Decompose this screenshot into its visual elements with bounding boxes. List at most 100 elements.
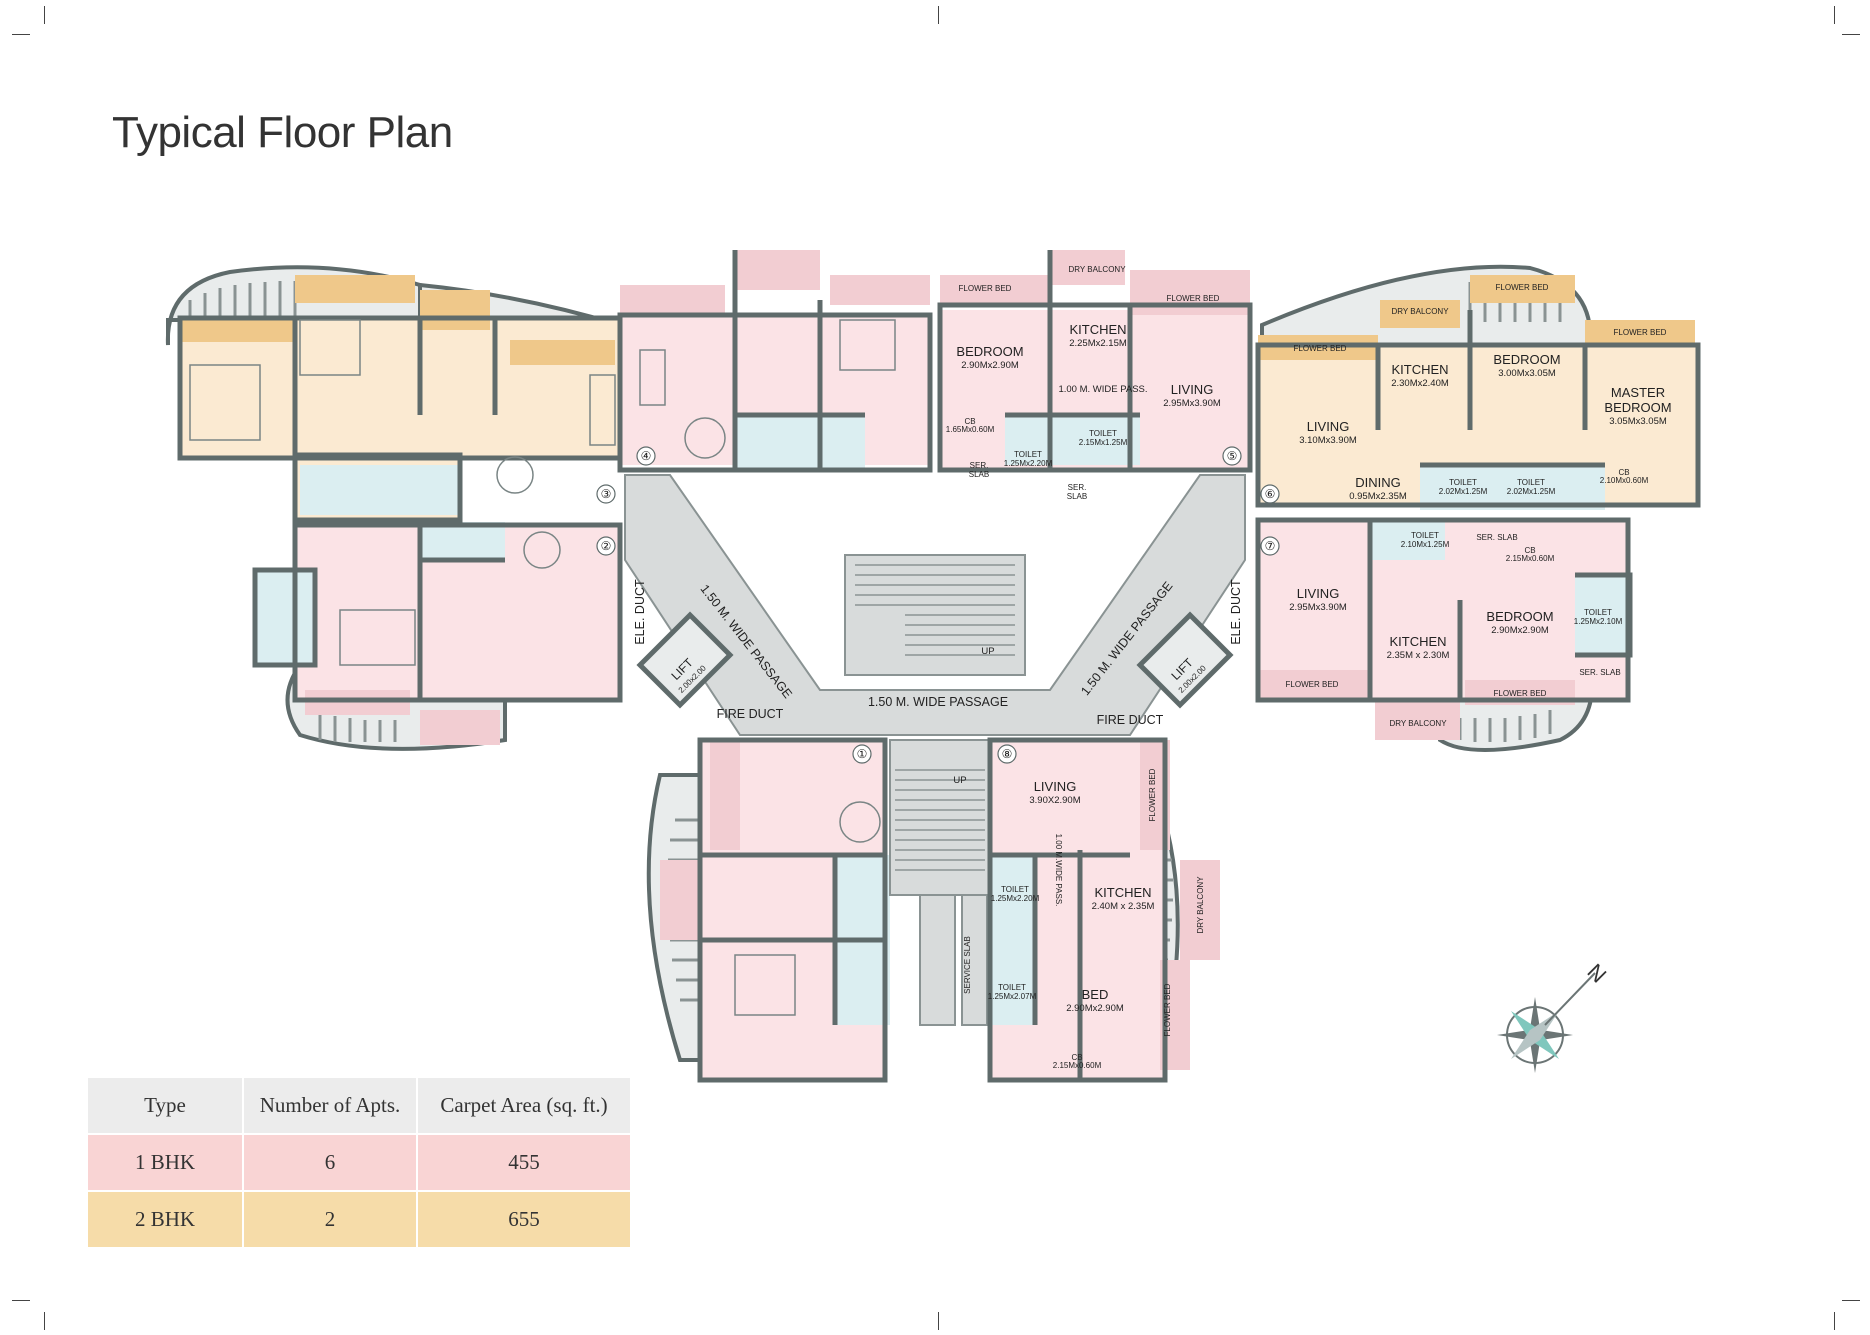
ele-duct-label: ELE. DUCT (1229, 579, 1243, 645)
room-dims: 2.40M x 2.35M (1092, 901, 1155, 912)
table-cell: 655 (418, 1192, 632, 1249)
room-dims: 3.10Mx3.90M (1299, 435, 1357, 446)
cb-label: CB (1071, 1053, 1082, 1062)
room-label: LIVING (1307, 419, 1350, 434)
cb-dims: 1.65Mx0.60M (946, 425, 995, 434)
table-header-row: Type Number of Apts. Carpet Area (sq. ft… (88, 1078, 632, 1135)
fire-duct-label: FIRE DUCT (1097, 713, 1164, 727)
toilet-label: TOILET (1584, 608, 1612, 617)
toilet-label: TOILET (1014, 450, 1042, 459)
stair-up-label: UP (981, 646, 994, 657)
table-header: Type (88, 1078, 244, 1135)
unit-number: ④ (641, 449, 652, 463)
room-label: BED (1082, 987, 1109, 1002)
fire-duct-label: FIRE DUCT (717, 707, 784, 721)
cb-label: CB (964, 417, 975, 426)
room-label: LIVING (1297, 586, 1340, 601)
toilet-label: TOILET (1517, 478, 1545, 487)
room-label: BEDROOM (956, 344, 1023, 359)
unit-1 (660, 740, 890, 1080)
toilet-dims: 2.02Mx1.25M (1439, 487, 1488, 496)
furniture (189, 319, 896, 1016)
unit-number-markers (596, 446, 1280, 764)
ser-slab-label: SER. (1068, 483, 1087, 492)
ser-slab-label: SER. SLAB (1579, 668, 1620, 677)
flower-bed-label: FLOWER BED (1286, 680, 1339, 689)
unit-number: ② (601, 539, 612, 553)
cb-label: CB (1618, 468, 1629, 477)
crop-mark (1842, 1300, 1860, 1301)
toilet-dims: 1.25Mx2.20M (1004, 459, 1053, 468)
toilet-dims: 2.02Mx1.25M (1507, 487, 1556, 496)
wide-pass-label: 1.00 M. WIDE PASS. (1058, 384, 1147, 395)
room-dims: 2.90Mx2.90M (1491, 625, 1549, 636)
toilet-label: TOILET (998, 983, 1026, 992)
dry-balcony-label: DRY BALCONY (1068, 265, 1126, 274)
unit-number: ⑥ (1265, 487, 1276, 501)
table-cell: 2 (244, 1192, 418, 1249)
cb-label: CB (1524, 546, 1535, 555)
table-cell: 1 BHK (88, 1135, 244, 1192)
room-dims: 0.95Mx2.35M (1349, 491, 1407, 502)
flower-bed-label: FLOWER BED (1148, 768, 1157, 821)
unit-number: ① (857, 747, 868, 761)
crop-mark (938, 6, 939, 24)
ele-duct-label: ELE. DUCT (633, 579, 647, 645)
compass-rose-icon (1497, 972, 1596, 1073)
toilet-label: TOILET (1449, 478, 1477, 487)
ser-slab-label: SLAB (969, 470, 989, 479)
table-row: 2 BHK 2 655 (88, 1192, 632, 1249)
room-dims: 3.00Mx3.05M (1498, 368, 1556, 379)
room-dims: 2.35M x 2.30M (1387, 650, 1450, 661)
toilet-label: TOILET (1089, 429, 1117, 438)
table-cell: 6 (244, 1135, 418, 1192)
ser-slab-label: SER. (970, 461, 989, 470)
room-label: KITCHEN (1389, 634, 1446, 649)
room-label: LIVING (1171, 382, 1214, 397)
north-label: N (1582, 959, 1611, 988)
room-dims: 2.90Mx2.90M (1066, 1003, 1124, 1014)
table-header: Carpet Area (sq. ft.) (418, 1078, 632, 1135)
stair-up-label: UP (953, 775, 966, 786)
crop-mark (1834, 6, 1835, 24)
room-label: BEDROOM (1493, 352, 1560, 367)
unit-summary-table: Type Number of Apts. Carpet Area (sq. ft… (88, 1078, 632, 1249)
table-row: 1 BHK 6 455 (88, 1135, 632, 1192)
walls (177, 250, 1701, 1083)
unit-5 (940, 250, 1250, 470)
room-dims: 2.90Mx2.90M (961, 360, 1019, 371)
table-cell: 2 BHK (88, 1192, 244, 1249)
room-label: KITCHEN (1391, 362, 1448, 377)
toilet-dims: 2.15Mx1.25M (1079, 438, 1128, 447)
flower-bed-label: FLOWER BED (1614, 328, 1667, 337)
room-label: BEDROOM (1486, 609, 1553, 624)
unit-3 (180, 275, 620, 520)
service-slab-label: SERVICE SLAB (963, 936, 972, 994)
toilet-label: TOILET (1411, 531, 1439, 540)
cb-dims: 2.15Mx0.60M (1053, 1061, 1102, 1070)
crop-mark (12, 1300, 30, 1301)
room-dims: 3.05Mx3.05M (1609, 416, 1667, 427)
flower-bed-label: FLOWER BED (959, 284, 1012, 293)
stair-treads (855, 564, 1015, 871)
dry-balcony-label: DRY BALCONY (1389, 719, 1447, 728)
lift-boxes (636, 611, 1234, 709)
unit-number: ⑤ (1227, 449, 1238, 463)
wide-pass-label: 1.00 M.WIDE PASS. (1054, 834, 1063, 907)
unit-2 (255, 522, 620, 745)
toilet-dims: 1.25Mx2.07M (988, 992, 1037, 1001)
room-label: KITCHEN (1069, 322, 1126, 337)
toilet-dims: 1.25Mx2.20M (991, 894, 1040, 903)
unit-7 (1258, 520, 1630, 740)
table-header: Number of Apts. (244, 1078, 418, 1135)
dry-balcony-label: DRY BALCONY (1391, 307, 1449, 316)
page-title: Typical Floor Plan (112, 108, 453, 157)
flower-bed-label: FLOWER BED (1294, 344, 1347, 353)
room-label: MASTER (1611, 385, 1665, 400)
unit-number: ⑦ (1265, 539, 1276, 553)
room-dims: 2.25Mx2.15M (1069, 338, 1127, 349)
crop-mark (1842, 34, 1860, 35)
unit-number: ⑧ (1002, 747, 1013, 761)
room-label: LIVING (1034, 779, 1077, 794)
